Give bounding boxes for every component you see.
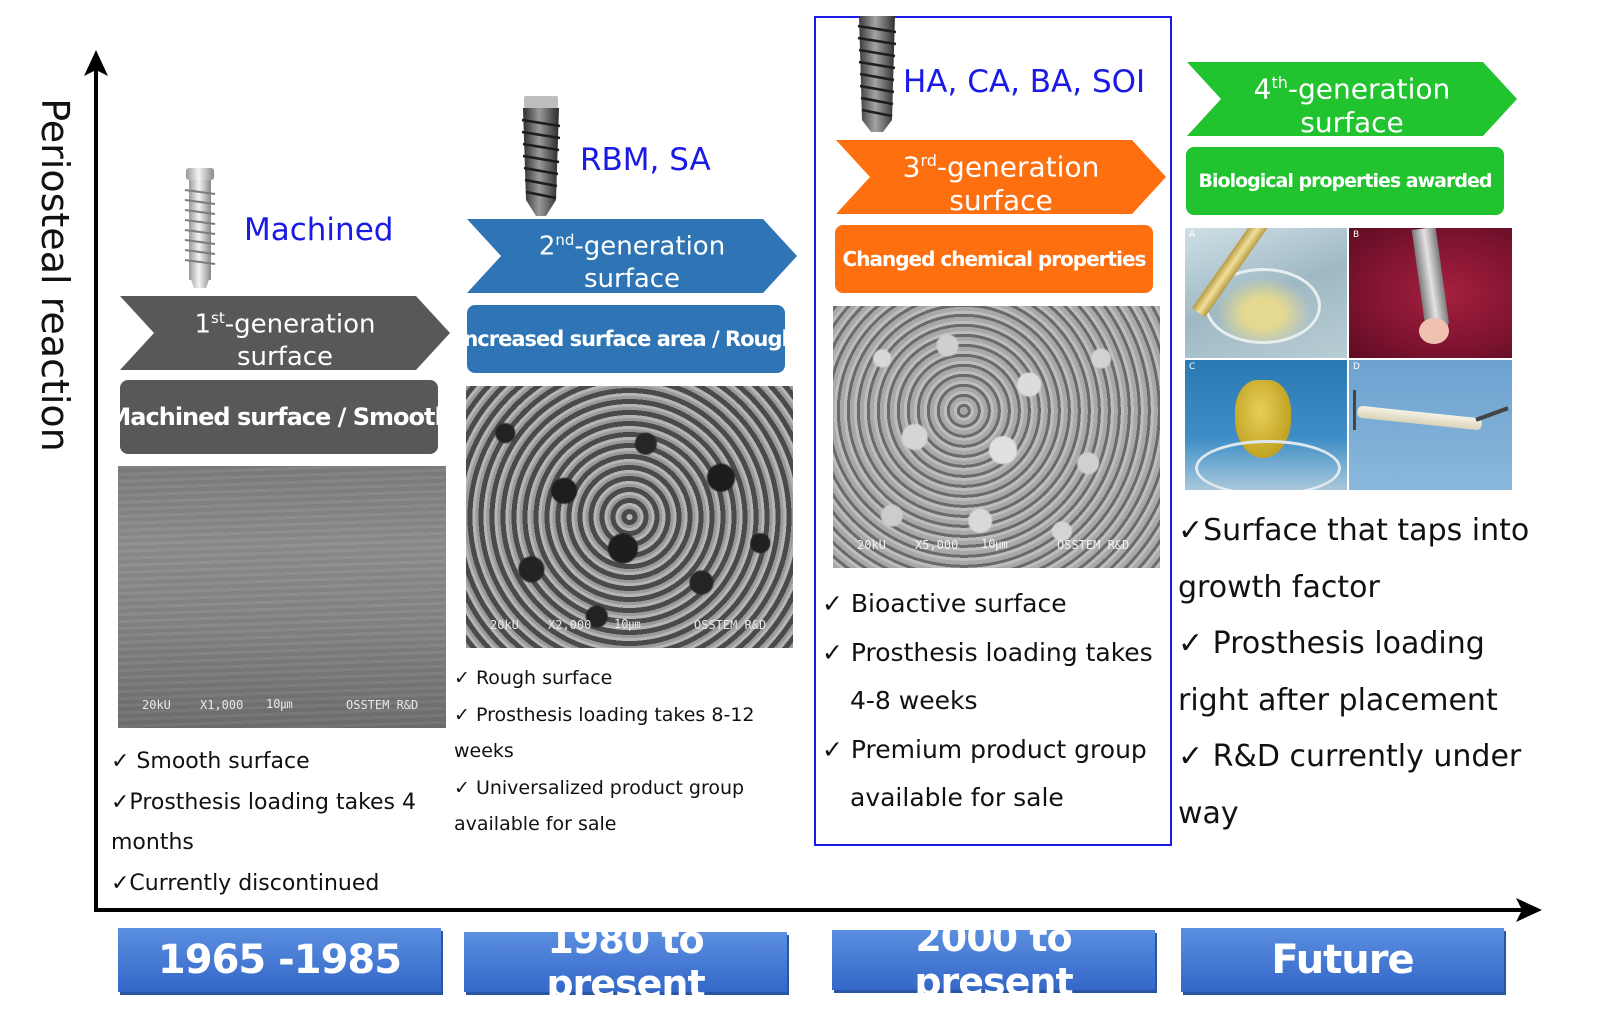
gen3-generation-word: -generation: [936, 150, 1100, 184]
gen3-bullet: available for sale: [850, 783, 1064, 812]
gen2-technology-label: RBM, SA: [580, 142, 711, 178]
photo-panel-a-label: A: [1189, 230, 1196, 240]
gen1-bullet-list: ✓ Smooth surface ✓Prosthesis loading tak…: [111, 742, 416, 904]
gen2-bullet: available for sale: [454, 813, 617, 835]
gen4-ordinal: 4: [1253, 72, 1272, 106]
gen1-property-pill: Machined surface / Smooth: [107, 380, 452, 454]
gen2-bullet: weeks: [454, 740, 514, 762]
highlight-box-gen3: [814, 16, 1172, 846]
gen3-bullet: ✓ Premium product group: [822, 734, 1147, 764]
gen3-bullet-list: ✓ Bioactive surface ✓ Prosthesis loading…: [822, 580, 1153, 823]
gen4-bullet: way: [1178, 795, 1239, 831]
photo-panel-b-label: B: [1353, 230, 1360, 240]
gen4-bullet: ✓ R&D currently under: [1178, 739, 1522, 774]
gen2-chevron: [467, 219, 797, 293]
gen4-chevron: [1187, 62, 1517, 136]
gen2-sem-magnification: X2,000: [548, 618, 592, 632]
gen3-chevron: [836, 140, 1166, 214]
photo-panel-a: A: [1185, 228, 1347, 358]
gen2-bullet: ✓ Prosthesis loading takes 8-12: [454, 703, 755, 726]
era-label-2000-present: 2000 to present: [832, 916, 1155, 1004]
gen3-sem-voltage: 20kU: [857, 538, 886, 552]
gen3-surface-word: surface: [949, 184, 1053, 218]
gen3-technology-label: HA, CA, BA, SOI: [903, 64, 1146, 100]
gen2-chevron-label: 2nd-generation surface: [497, 224, 767, 295]
era-label-future: Future: [1181, 928, 1504, 992]
gen1-sem-lab: OSSTEM R&D: [346, 698, 419, 712]
gen2-sem-lab: OSSTEM R&D: [694, 618, 767, 632]
gen1-technology-label: Machined: [244, 212, 394, 248]
gen2-ordinal: 2: [538, 231, 556, 262]
gen1-sem-voltage: 20kU: [142, 698, 171, 712]
gen2-ordinal-suffix: nd: [555, 231, 575, 249]
gen1-bullet: ✓Currently discontinued: [111, 870, 380, 896]
gen2-sem-voltage: 20kU: [490, 618, 519, 632]
gen3-sem-scale: 10㎛: [981, 537, 1008, 551]
gen1-sem-image: 20kU X1,000 10㎛ OSSTEM R&D: [118, 466, 446, 728]
gen4-property-pill: Biological properties awarded: [1186, 147, 1504, 215]
gen3-ordinal-suffix: rd: [920, 151, 937, 170]
gen2-generation-word: -generation: [574, 231, 726, 262]
gen2-sem-scale: 10㎛: [614, 617, 641, 631]
era-label-1965-1985: 1965 -1985: [118, 928, 441, 992]
gen1-bullet: ✓ Smooth surface: [111, 749, 310, 774]
gen3-sem-magnification: X5,000: [915, 538, 959, 552]
gen4-chevron-label: 4th-generation surface: [1217, 66, 1487, 140]
gen2-bullet: ✓ Rough surface: [454, 667, 613, 689]
gen4-photo-grid: A B C D: [1185, 228, 1512, 490]
gen1-chevron: [120, 296, 450, 370]
gen3-bullet: ✓ Bioactive surface: [822, 589, 1067, 618]
photo-panel-b: B: [1349, 228, 1512, 358]
gen3-ordinal: 3: [902, 150, 921, 184]
gen2-bullet: ✓ Universalized product group: [454, 776, 745, 799]
gen4-bullet: ✓ Prosthesis loading: [1178, 626, 1485, 661]
x-axis-arrowhead: [1516, 898, 1542, 922]
gen3-bullet: ✓ Prosthesis loading takes: [822, 637, 1153, 667]
gen3-bullet: 4-8 weeks: [850, 686, 978, 715]
gen1-generation-word: -generation: [224, 309, 376, 340]
gen3-sem-image: 20kU X5,000 10㎛ OSSTEM R&D: [833, 306, 1160, 568]
gen4-bullet: ✓Surface that taps into: [1178, 513, 1530, 548]
gen1-surface-word: surface: [236, 341, 334, 372]
photo-panel-d: D: [1349, 360, 1512, 490]
gen1-bullet: ✓Prosthesis loading takes 4: [111, 789, 417, 815]
gen2-property-pill: Increased surface area / Rough: [457, 305, 796, 373]
gen2-bullet-list: ✓ Rough surface ✓ Prosthesis loading tak…: [454, 660, 755, 843]
gen4-bullet: growth factor: [1178, 569, 1380, 605]
gen1-sem-scale: 10㎛: [266, 697, 293, 711]
gen1-ordinal-suffix: st: [211, 309, 225, 327]
photo-panel-c-label: C: [1189, 362, 1196, 372]
y-axis-label: Periosteal reaction: [33, 98, 77, 452]
gen1-bullet: months: [111, 830, 194, 855]
photo-panel-d-label: D: [1353, 362, 1360, 372]
gen4-bullet-list: ✓Surface that taps into growth factor ✓ …: [1178, 503, 1529, 842]
gen4-generation-word: -generation: [1287, 72, 1451, 106]
gen4-surface-word: surface: [1300, 106, 1404, 140]
gen3-chevron-label: 3rd-generation surface: [866, 144, 1136, 218]
gen2-sem-image: 20kU X2,000 10㎛ OSSTEM R&D: [466, 386, 793, 648]
machined-implant-icon: [184, 168, 216, 288]
era-label-1980-present: 1980 to present: [464, 918, 787, 1006]
rough-implant-icon: [521, 96, 561, 216]
gen3-property-pill: Changed chemical properties: [835, 225, 1153, 293]
gen3-sem-lab: OSSTEM R&D: [1057, 538, 1130, 552]
gen1-sem-magnification: X1,000: [200, 698, 244, 712]
gen4-ordinal-suffix: th: [1271, 73, 1288, 92]
gen4-bullet: right after placement: [1178, 682, 1498, 718]
coated-implant-icon: [857, 16, 897, 132]
gen1-chevron-label: 1st-generation surface: [150, 302, 420, 373]
gen1-ordinal: 1: [194, 309, 212, 340]
gen2-surface-word: surface: [583, 263, 681, 294]
y-axis-arrowhead: [84, 50, 108, 76]
photo-panel-c: C: [1185, 360, 1347, 490]
